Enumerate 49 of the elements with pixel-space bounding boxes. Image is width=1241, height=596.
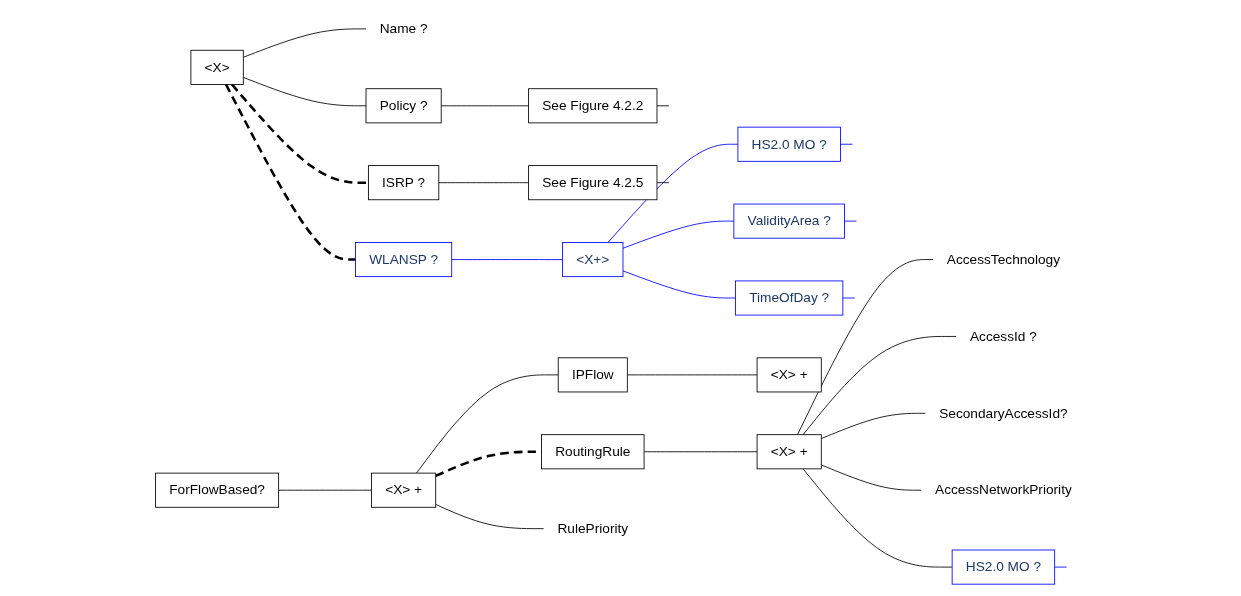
node-box: HS2.0 MO ? [951,549,1056,585]
node-box: <X> + [371,472,437,508]
connector [820,412,926,440]
node-box: HS2.0 MO ? [737,126,841,162]
connector [820,464,922,491]
connector [802,468,953,568]
node-text: RulePriority [557,520,629,536]
connector-stub [842,297,856,299]
connector [242,28,367,58]
connector-stub [1054,566,1068,568]
node-box: TimeOfDay ? [735,280,844,316]
connector [643,451,758,453]
node-box: Policy ? [365,88,442,124]
node-text: SecondaryAccessId? [939,405,1068,421]
connector-stub [656,182,670,184]
connector [435,504,545,530]
connector-stub [840,143,853,145]
node-box: <X+> [562,242,624,278]
node-box: IPFlow [557,357,628,393]
connector [438,182,529,184]
node-text: AccessId ? [969,328,1037,344]
connector [440,105,529,107]
connector [802,336,957,436]
node-text: Name ? [379,21,428,36]
node-box: ForFlowBased? [155,472,280,508]
node-box: WLANSP ? [355,242,453,278]
connector [797,259,934,436]
connector [224,83,356,261]
connector-stub [656,105,670,107]
connector [607,143,739,243]
node-box: <X> [190,49,244,85]
node-box: ValidityArea ? [733,203,845,239]
connector [622,270,736,299]
node-box: RoutingRule [541,434,645,470]
connector [278,489,372,491]
node-box: See Figure 4.2.2 [528,88,658,124]
node-box: <X> + [756,434,822,470]
connector [230,83,369,184]
connector [242,77,367,107]
node-box: <X> + [756,357,822,393]
connector [451,259,563,260]
connector-stub [844,220,857,222]
node-box: ISRP ? [368,165,440,201]
node-text: AccessNetworkPriority [935,482,1072,498]
connector [622,220,735,249]
node-text: AccessTechnology [946,251,1061,267]
connector [416,374,559,474]
connector [626,374,758,376]
node-box: See Figure 4.2.5 [528,165,658,201]
